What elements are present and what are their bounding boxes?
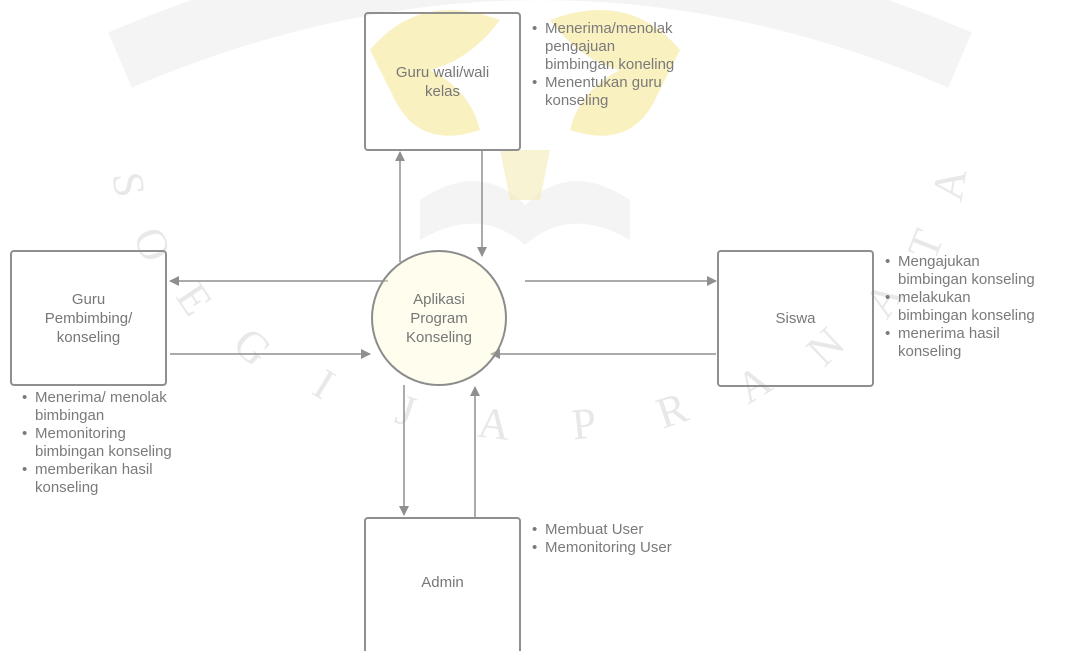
watermark-letter: A (475, 398, 512, 450)
notes-admin: Membuat User Memonitoring User (532, 521, 732, 557)
entity-siswa: Siswa (717, 250, 874, 387)
note-item: menerima hasil konseling (885, 325, 1075, 361)
entity-guru-pembimbing: Guru Pembimbing/ konseling (10, 250, 167, 386)
watermark-torch (500, 150, 550, 200)
watermark-letter: A (923, 165, 976, 204)
process-label: Aplikasi Program Konseling (406, 290, 472, 346)
entity-guru-wali: Guru wali/wali kelas (364, 12, 521, 151)
entity-siswa-label: Siswa (775, 310, 816, 327)
notes-siswa: Mengajukan bimbingan konseling melakukan… (885, 253, 1075, 361)
note-item: Memonitoring User (532, 539, 732, 557)
watermark-letter: P (569, 398, 599, 449)
process-aplikasi-program-konseling: Aplikasi Program Konseling (371, 250, 507, 386)
note-item: melakukan bimbingan konseling (885, 289, 1075, 325)
entity-guru-wali-label: Guru wali/wali kelas (395, 63, 490, 100)
entity-admin-label: Admin (421, 573, 464, 591)
note-item: Menerima/ menolak bimbingan (22, 389, 242, 425)
note-item: Menentukan guru konseling (532, 74, 732, 110)
note-item: Menerima/menolak pengajuan bimbingan kon… (532, 20, 732, 74)
notes-guru-wali: Menerima/menolak pengajuan bimbingan kon… (532, 20, 732, 110)
watermark-wing-left (370, 10, 500, 136)
note-item: Mengajukan bimbingan konseling (885, 253, 1075, 289)
notes-guru-pembimbing: Menerima/ menolak bimbingan Memonitoring… (22, 389, 242, 497)
entity-guru-pembimbing-label: Guru Pembimbing/ konseling (44, 290, 133, 346)
note-item: Memonitoring bimbingan konseling (22, 425, 242, 461)
note-item: memberikan hasil konseling (22, 461, 242, 497)
watermark-book (420, 181, 630, 245)
watermark-outer-arc (108, 0, 972, 88)
entity-admin: Admin (364, 517, 521, 651)
note-item: Membuat User (532, 521, 732, 539)
